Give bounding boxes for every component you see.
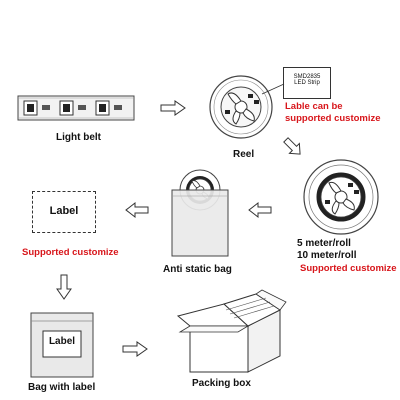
light-belt-image bbox=[17, 95, 135, 121]
reel-image bbox=[209, 75, 273, 139]
bag-label-text: Label bbox=[48, 336, 76, 347]
bag-with-label-caption: Bag with label bbox=[28, 382, 96, 393]
tag-pointer-line bbox=[261, 83, 285, 95]
bag-with-label-image bbox=[30, 312, 94, 378]
hollow-arrow-icon bbox=[125, 201, 149, 219]
hollow-arrow-icon bbox=[160, 100, 186, 116]
hollow-arrow-icon bbox=[283, 137, 301, 155]
label-note: Supported customize bbox=[22, 247, 119, 258]
hollow-arrow-icon bbox=[56, 274, 72, 300]
label-box: Label bbox=[32, 191, 96, 233]
light-belt-caption: Light belt bbox=[56, 132, 101, 143]
roll-image bbox=[303, 159, 379, 235]
reel-tag-line1: SMD2835 bbox=[293, 74, 321, 80]
reel-tag: SMD2835 LED Strip bbox=[283, 67, 331, 99]
reel-note-line1: Lable can be bbox=[285, 101, 343, 112]
roll-spec-line2: 10 meter/roll bbox=[297, 250, 357, 261]
reel-caption: Reel bbox=[233, 149, 255, 160]
packing-box-image bbox=[176, 289, 287, 373]
roll-spec-line1: 5 meter/roll bbox=[297, 238, 351, 249]
packing-box-caption: Packing box bbox=[192, 378, 251, 389]
roll-note: Supported customize bbox=[300, 263, 397, 274]
hollow-arrow-icon bbox=[122, 341, 148, 357]
label-text: Label bbox=[49, 205, 79, 217]
anti-static-bag-image bbox=[171, 169, 229, 257]
anti-static-bag-caption: Anti static bag bbox=[163, 264, 232, 275]
reel-tag-line2: LED Strip bbox=[294, 80, 320, 86]
reel-note-line2: supported customize bbox=[285, 113, 381, 124]
hollow-arrow-icon bbox=[248, 201, 272, 219]
